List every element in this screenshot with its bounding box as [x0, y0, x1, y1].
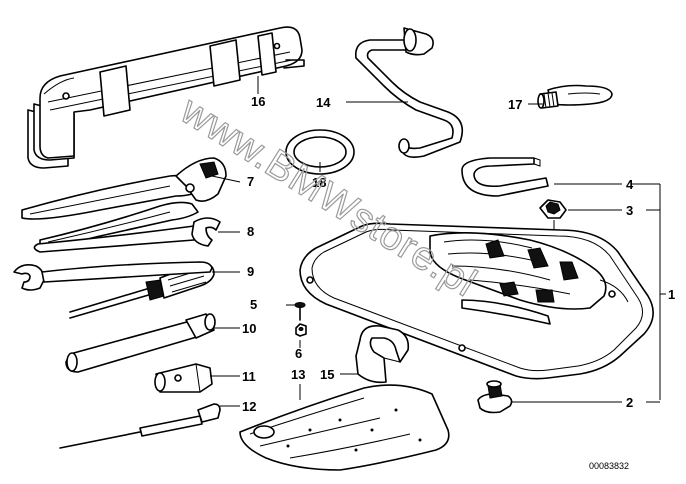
part-7-pliers	[21, 157, 227, 247]
callout-6: 6	[295, 346, 302, 361]
callout-2: 2	[626, 395, 633, 410]
part-9-spanner	[13, 261, 213, 291]
callout-4: 4	[626, 177, 634, 192]
callout-15: 15	[320, 367, 334, 382]
callout-8: 8	[247, 224, 254, 239]
callout-5: 5	[250, 297, 257, 312]
callout-9: 9	[247, 264, 254, 279]
part-5-screw	[294, 302, 306, 321]
part-14-wheel-brace	[354, 27, 464, 158]
part-3-nut	[539, 199, 567, 219]
callout-1: 1	[668, 287, 675, 302]
callout-11: 11	[242, 369, 256, 384]
part-4-bracket-clip	[461, 157, 549, 197]
part-2-retaining-screw	[477, 380, 513, 414]
callout-16: 16	[251, 94, 265, 109]
part-13-cloth-bag	[239, 384, 450, 471]
part-12-rod	[59, 403, 221, 449]
callout-18: 18	[312, 175, 326, 190]
part-6-nut	[295, 323, 307, 337]
callout-13: 13	[291, 367, 305, 382]
part-15-clamp	[355, 324, 410, 384]
leader-lines	[210, 76, 666, 407]
part-11-socket	[154, 363, 213, 393]
callout-17: 17	[508, 97, 522, 112]
document-id: 00083832	[589, 461, 629, 471]
part-1-tool-tray	[299, 222, 654, 380]
callout-3: 3	[626, 203, 633, 218]
callout-labels: 16 14 17 18 7 8 9 5 10 6 11 13 15 12 4 3…	[242, 94, 675, 414]
callout-7: 7	[247, 174, 254, 189]
part-8-wrench	[33, 217, 221, 253]
callout-10: 10	[242, 321, 256, 336]
part-17-towing-eye	[537, 84, 613, 109]
part-16-tool-wallet	[27, 26, 305, 169]
callout-14: 14	[316, 95, 331, 110]
part-10-box-spanner	[65, 313, 216, 373]
callout-12: 12	[242, 399, 256, 414]
